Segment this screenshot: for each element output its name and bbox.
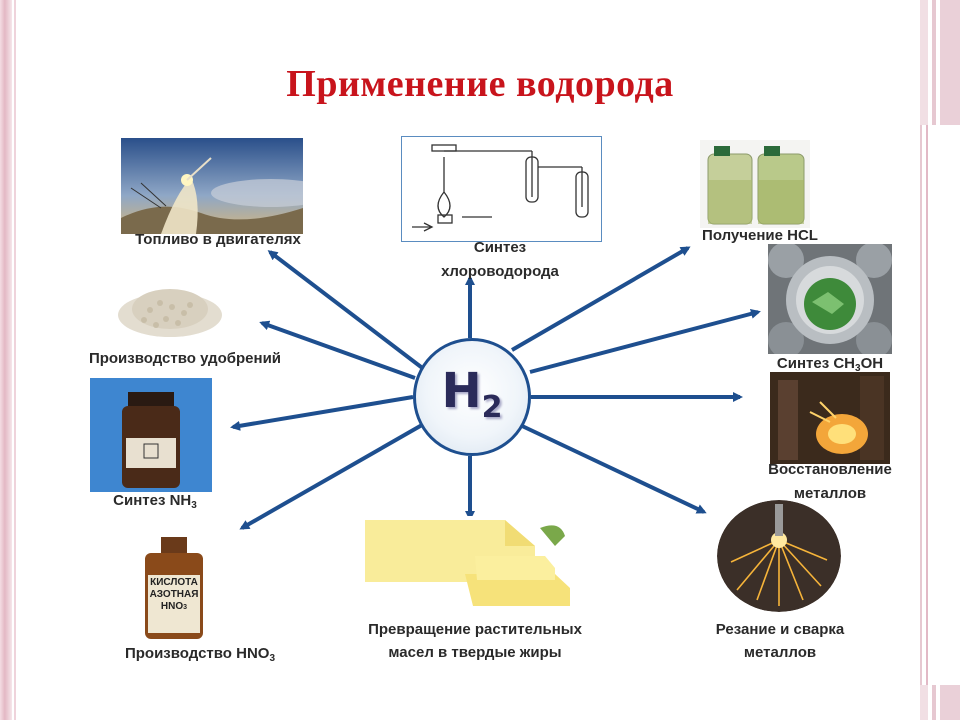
- label-hcl-synthesis-line2: хлороводорода: [441, 263, 559, 280]
- label-oil: Превращение растительных масел в твердые…: [330, 620, 620, 663]
- canisters-picture: [700, 140, 810, 228]
- arrow-hcl-production: [510, 246, 691, 352]
- arrow-nitric: [239, 423, 423, 530]
- fertilizer-picture: [100, 265, 240, 345]
- label-cutting-line1: Резание и сварка: [715, 621, 845, 638]
- label-cutting-line2: металлов: [743, 644, 817, 661]
- label-metal-reduction: Восстановление металлов: [740, 460, 920, 504]
- label-oil-line2: масел в твердые жиры: [388, 644, 562, 661]
- slide-title: Применение водорода: [286, 63, 674, 105]
- slide-frame-left: [0, 0, 16, 720]
- label-metal-reduction-line1: Восстановление: [768, 461, 892, 478]
- arrow-cutting: [519, 423, 707, 514]
- label-methanol: Синтез CH3OH: [776, 355, 884, 374]
- bottle-label-line1: КИСЛОТА: [150, 577, 198, 588]
- rocket-launch-picture: [121, 138, 303, 234]
- arrow-fuel: [267, 250, 427, 372]
- arrow-ammonia: [230, 395, 414, 431]
- cutting-sparks-picture: [717, 500, 841, 612]
- bottle-label-line3: HNO3: [160, 601, 188, 612]
- lab-apparatus-picture: [401, 136, 602, 242]
- hydrogen-hub: H2: [413, 338, 531, 456]
- bottle-label-line2: АЗОТНАЯ: [149, 589, 199, 600]
- hydrogen-formula: H2: [441, 363, 503, 425]
- barrels-picture: [768, 244, 892, 354]
- slide-frame-right: [920, 0, 960, 720]
- label-fuel: Топливо в двигателях: [135, 231, 301, 248]
- nitric-acid-bottle-picture: КИСЛОТА АЗОТНАЯ HNO3: [135, 535, 213, 641]
- ammonia-bottle-picture: [90, 378, 212, 492]
- butter-picture: [365, 516, 570, 614]
- foundry-picture: [770, 372, 890, 464]
- label-hcl-synthesis-line1: Синтез: [473, 239, 527, 256]
- label-cutting: Резание и сварка металлов: [680, 620, 880, 663]
- label-oil-line1: Превращение растительных: [368, 621, 582, 638]
- label-fertilizers: Производство удобрений: [88, 350, 282, 367]
- label-metal-reduction-line2: металлов: [793, 485, 867, 502]
- label-hcl-synthesis: Синтез хлороводорода: [380, 238, 620, 282]
- label-hcl-production: Получение HCL: [702, 227, 818, 244]
- arrow-fertilizers: [259, 320, 416, 380]
- label-nitric: Производство HNO3: [124, 645, 276, 664]
- label-ammonia: Синтез NH3: [113, 492, 197, 511]
- arrow-methanol: [529, 308, 761, 374]
- bottle-label: КИСЛОТА АЗОТНАЯ HNO3: [148, 575, 200, 633]
